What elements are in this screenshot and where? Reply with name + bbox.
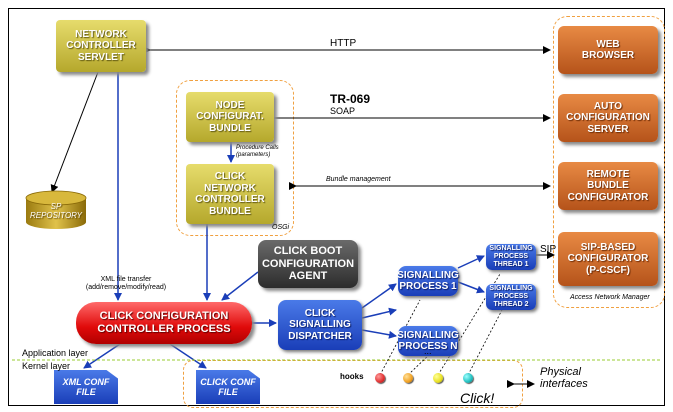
- signalling-process-n[interactable]: SIGNALLING PROCESS N: [397, 326, 459, 356]
- web-browser[interactable]: WEB BROWSER: [558, 26, 658, 74]
- hook-red: [375, 373, 385, 383]
- network-controller-servlet[interactable]: NETWORK CONTROLLER SERVLET: [56, 20, 146, 72]
- servlet-repository-connector: [50, 64, 105, 193]
- osgi-label: OSGi: [272, 224, 290, 231]
- access-network-manager-label: Access Network Manager: [570, 294, 650, 301]
- click-conf-file[interactable]: CLICK CONF FILE: [196, 370, 260, 404]
- hook-cyan: [463, 373, 473, 383]
- xml-file-transfer-label: XML file transfer (add/remove/modify/rea…: [85, 276, 167, 292]
- hook-line-4: [467, 309, 503, 376]
- sip-based-configurator[interactable]: SIP-BASED CONFIGURATOR (P-CSCF): [558, 232, 658, 286]
- process1-thread1-connector: [457, 255, 485, 269]
- dispatcher-process1-connector: [361, 283, 397, 309]
- hook-yellow: [433, 373, 443, 383]
- access-network-manager-frame: [553, 16, 665, 308]
- click-network-controller-bundle[interactable]: CLICK NETWORK CONTROLLER BUNDLE: [186, 164, 274, 224]
- sp-repository[interactable]: SP REPOSITORY: [24, 190, 88, 230]
- http-label: HTTP: [330, 38, 357, 49]
- hooks-label: hooks: [340, 372, 364, 381]
- sp-repository-label: SP REPOSITORY: [29, 202, 82, 220]
- signalling-process-1[interactable]: SIGNALLING PROCESS 1: [397, 266, 459, 296]
- bundle-management-label: Bundle management: [326, 176, 391, 183]
- sip-label: SIP: [540, 244, 557, 255]
- dots-label: ...: [424, 346, 432, 356]
- auto-configuration-server[interactable]: AUTO CONFIGURATION SERVER: [558, 94, 658, 142]
- signalling-process-thread-1[interactable]: SIGNALLING PROCESS THREAD 1: [486, 244, 536, 270]
- hook-orange: [403, 373, 413, 383]
- osgi-frame: [176, 80, 294, 236]
- soap-label: SOAP: [330, 106, 356, 116]
- hook-line-2: [407, 351, 433, 376]
- kernel-layer-label: Kernel layer: [22, 361, 71, 371]
- physical-interfaces-label: Physical interfaces: [540, 366, 588, 391]
- process1-thread2-connector: [457, 281, 485, 294]
- click-boot-configuration-agent[interactable]: CLICK BOOT CONFIGURATION AGENT: [258, 240, 358, 288]
- xml-conf-file[interactable]: XML CONF FILE: [54, 370, 118, 404]
- click-label: Click!: [460, 390, 495, 406]
- controller-xmlfile-connector: [83, 336, 129, 369]
- boot-agent-connector: [221, 271, 259, 301]
- signalling-process-thread-2[interactable]: SIGNALLING PROCESS THREAD 2: [486, 284, 536, 310]
- tr069-label: TR-069: [330, 92, 371, 106]
- dispatcher-processn-connector: [361, 329, 397, 339]
- procedure-calls-label: Procedure Calls (parameters): [236, 145, 279, 158]
- click-signalling-dispatcher[interactable]: CLICK SIGNALLING DISPATCHER: [278, 300, 362, 350]
- node-configurat-bundle[interactable]: NODE CONFIGURAT. BUNDLE: [186, 92, 274, 142]
- remote-bundle-configurator[interactable]: REMOTE BUNDLE CONFIGURATOR: [558, 162, 658, 210]
- click-configuration-controller-process[interactable]: CLICK CONFIGURATION CONTROLLER PROCESS: [76, 302, 252, 344]
- dispatcher-process-mid-connector: [361, 307, 397, 319]
- cylinder-icon: [25, 190, 87, 229]
- application-layer-label: Application layer: [22, 348, 89, 358]
- controller-clickfile-connector: [169, 343, 207, 369]
